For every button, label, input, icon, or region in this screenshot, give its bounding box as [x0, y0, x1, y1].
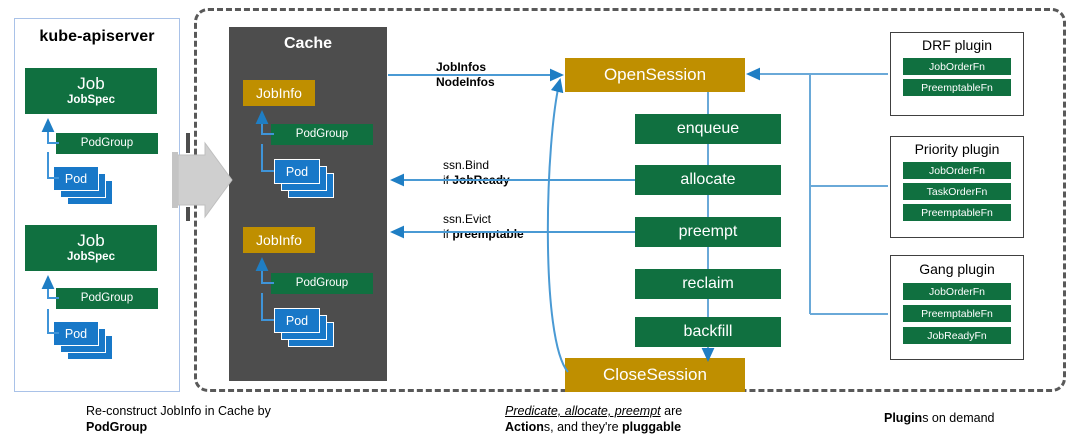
caption-center: Predicate, allocate, preempt are Actions… [505, 403, 805, 435]
cache-pod-label-2: Pod [285, 313, 309, 328]
label-if-preemptable: if preemptable [443, 227, 524, 242]
pod-label-2: Pod [64, 326, 88, 341]
cache-pod-label-1: Pod [285, 164, 309, 179]
caption-center-italic: Predicate, allocate, preempt [505, 404, 661, 418]
close-session-box[interactable]: CloseSession [565, 358, 745, 392]
cache-pod-card-front-2: Pod [274, 308, 320, 333]
label-nodeinfos: NodeInfos [436, 75, 495, 89]
job-label-1: Job [77, 74, 105, 94]
plugin-title-drf: DRF plugin [921, 37, 993, 53]
pod-card-front-1: Pod [53, 166, 99, 191]
action-allocate[interactable]: allocate [635, 165, 781, 195]
cache-pod-stack-2[interactable]: Pod [274, 308, 336, 348]
plugin-fn-drf-1[interactable]: PreemptableFn [903, 79, 1011, 96]
plugin-fn-priority-2[interactable]: PreemptableFn [903, 204, 1011, 221]
caption-left-line2: PodGroup [86, 420, 148, 434]
label-if-jobready: if JobReady [443, 173, 510, 188]
label-ssn-evict: ssn.Evict [443, 212, 492, 226]
plugin-fn-drf-0[interactable]: JobOrderFn [903, 58, 1011, 75]
caption-center-tail: are [660, 404, 683, 418]
caption-center-mid: s, and they're [543, 420, 623, 434]
jobspec-label-2: JobSpec [67, 251, 115, 264]
caption-left: Re-construct JobInfo in Cache by PodGrou… [86, 403, 346, 435]
caption-center-line2: Actions, and they're pluggable [505, 419, 805, 435]
action-enqueue[interactable]: enqueue [635, 114, 781, 144]
job-box-2[interactable]: Job JobSpec [25, 225, 157, 271]
label-ssn-evict-group: ssn.Evict if preemptable [443, 212, 524, 242]
jobspec-label-1: JobSpec [67, 94, 115, 107]
plugin-card-gang[interactable]: Gang plugin JobOrderFn PreemptableFn Job… [890, 255, 1024, 360]
action-reclaim[interactable]: reclaim [635, 269, 781, 299]
plugin-fn-gang-1[interactable]: PreemptableFn [903, 305, 1011, 322]
caption-plugins-term: Plugin [884, 411, 923, 425]
caption-left-line1: Re-construct JobInfo in Cache by [86, 404, 271, 418]
if-prefix-1: if [443, 173, 453, 187]
caption-right: Plugins on demand [884, 410, 1080, 426]
action-preempt[interactable]: preempt [635, 217, 781, 247]
cache-podgroup-box-2[interactable]: PodGroup [271, 273, 373, 294]
plugin-fn-gang-0[interactable]: JobOrderFn [903, 283, 1011, 300]
jobready-term: JobReady [452, 173, 510, 187]
action-backfill[interactable]: backfill [635, 317, 781, 347]
cache-pod-card-front-1: Pod [274, 159, 320, 184]
cache-title: Cache [283, 35, 333, 52]
label-ssn-bind-group: ssn.Bind if JobReady [443, 158, 510, 188]
plugin-fn-priority-1[interactable]: TaskOrderFn [903, 183, 1011, 200]
job-label-2: Job [77, 231, 105, 251]
plugin-fn-priority-0[interactable]: JobOrderFn [903, 162, 1011, 179]
cache-pod-stack-1[interactable]: Pod [274, 159, 336, 199]
caption-right-tail: s on demand [922, 411, 995, 425]
caption-pluggable-term: pluggable [622, 420, 682, 434]
podgroup-box-2[interactable]: PodGroup [56, 288, 158, 309]
plugin-title-gang: Gang plugin [919, 261, 995, 277]
open-session-box[interactable]: OpenSession [565, 58, 745, 92]
if-prefix-2: if [443, 227, 453, 241]
plugin-fn-gang-2[interactable]: JobReadyFn [903, 327, 1011, 344]
label-jobinfos: JobInfos [436, 60, 486, 74]
label-jobinfos-nodeinfos: JobInfos NodeInfos [436, 60, 495, 90]
pod-card-front-2: Pod [53, 321, 99, 346]
pod-stack-1[interactable]: Pod [53, 166, 115, 206]
plugin-card-drf[interactable]: DRF plugin JobOrderFn PreemptableFn [890, 32, 1024, 116]
pod-label-1: Pod [64, 171, 88, 186]
label-ssn-bind: ssn.Bind [443, 158, 490, 172]
jobinfo-box-1[interactable]: JobInfo [243, 80, 315, 106]
preemptable-term: preemptable [452, 227, 524, 241]
jobinfo-box-2[interactable]: JobInfo [243, 227, 315, 253]
caption-actions-term: Action [505, 420, 544, 434]
plugin-card-priority[interactable]: Priority plugin JobOrderFn TaskOrderFn P… [890, 136, 1024, 238]
job-box-1[interactable]: Job JobSpec [25, 68, 157, 114]
caption-center-line1: Predicate, allocate, preempt are [505, 403, 805, 419]
kube-apiserver-title: kube-apiserver [39, 28, 155, 45]
podgroup-box-1[interactable]: PodGroup [56, 133, 158, 154]
cache-podgroup-box-1[interactable]: PodGroup [271, 124, 373, 145]
pod-stack-2[interactable]: Pod [53, 321, 115, 361]
plugin-title-priority: Priority plugin [914, 141, 1000, 157]
